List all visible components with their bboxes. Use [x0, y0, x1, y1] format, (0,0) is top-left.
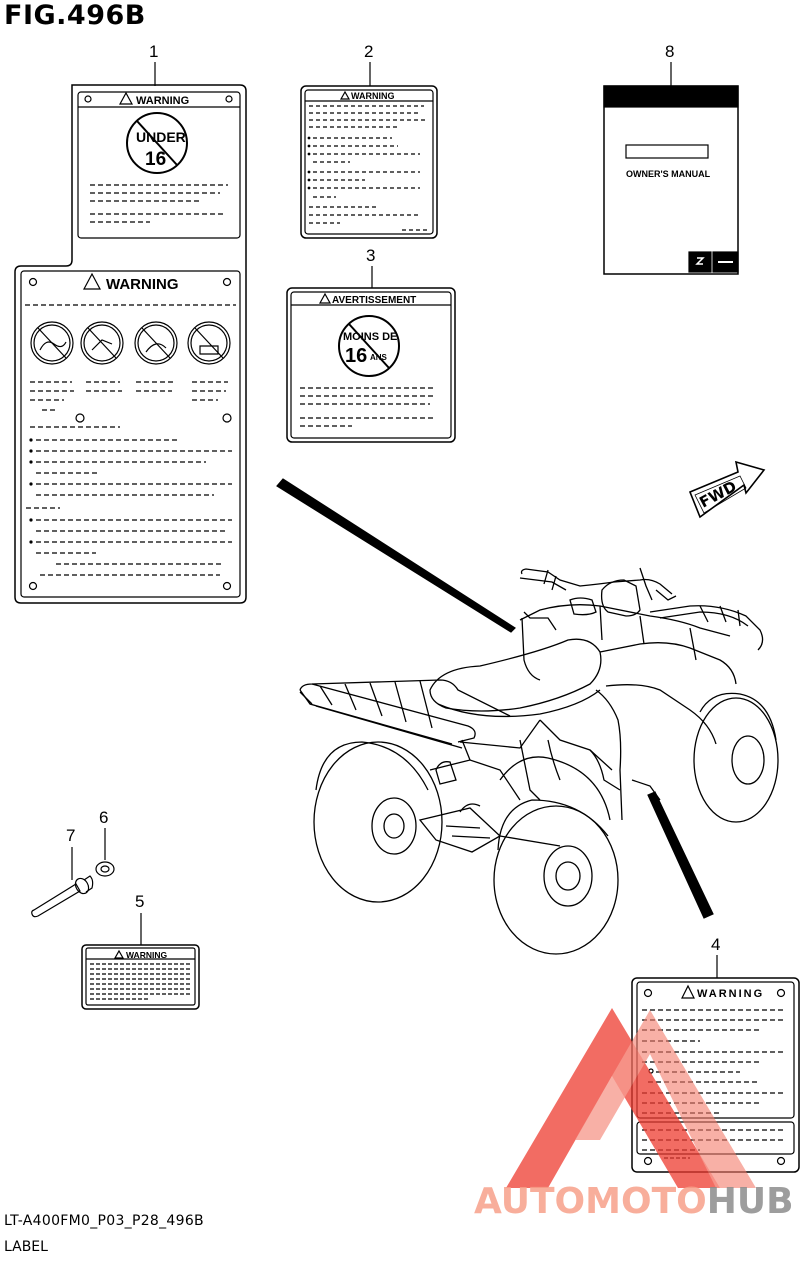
- watermark-hub: HUB: [707, 1181, 794, 1222]
- owners-manual-booklet: OWNER'S MANUAL: [603, 85, 739, 275]
- owners-manual-title: OWNER'S MANUAL: [626, 169, 711, 179]
- rivet-pin: [31, 875, 94, 918]
- label-4-warning-text: WARNING: [697, 988, 764, 1000]
- callout-1: 1: [149, 42, 159, 61]
- label-3-avertissement: AVERTISSEMENT MOINS DE 16 ANS: [286, 287, 456, 443]
- watermark-triangle: [506, 1008, 756, 1188]
- label-1-warning-text: WARNING: [136, 95, 189, 107]
- label-5-warning: WARNING: [81, 944, 200, 1010]
- leader-lines: [71, 62, 718, 978]
- label-1-warning: WARNING UNDER 16 WARNING: [14, 84, 247, 604]
- avertissement-text: AVERTISSEMENT: [332, 295, 416, 306]
- callout-2: 2: [364, 42, 374, 61]
- label-2-warning-text: WARNING: [351, 91, 395, 101]
- moins-de-text: MOINS DE: [343, 331, 397, 343]
- callout-4: 4: [711, 935, 721, 954]
- washer: [95, 861, 115, 877]
- figure-title: FIG.496B: [4, 0, 146, 31]
- ans-text: ANS: [370, 353, 388, 362]
- label-5-warning-text: WARNING: [126, 950, 167, 960]
- callout-3: 3: [366, 246, 376, 265]
- pictogram-row: [30, 321, 231, 365]
- pointer-wedges: [276, 478, 714, 919]
- watermark-text-main: AUTOMOTOHUB: [474, 1181, 794, 1222]
- callout-5: 5: [135, 892, 145, 911]
- watermark-automoto: AUTOMOTO: [474, 1181, 707, 1222]
- figure-code: LT-A400FM0_P03_P28_496B: [4, 1213, 204, 1229]
- moins-de-number: 16: [345, 345, 367, 367]
- under-16-number: 16: [145, 149, 166, 170]
- figure-caption: LABEL: [4, 1239, 48, 1255]
- callout-8: 8: [665, 42, 675, 61]
- label-1-warning-text-lower: WARNING: [106, 276, 179, 293]
- callout-6: 6: [99, 808, 109, 827]
- under-16-top: UNDER: [136, 129, 186, 145]
- label-2-warning: WARNING: [300, 85, 438, 239]
- atv-vehicle: [299, 567, 779, 955]
- callout-7: 7: [66, 826, 76, 845]
